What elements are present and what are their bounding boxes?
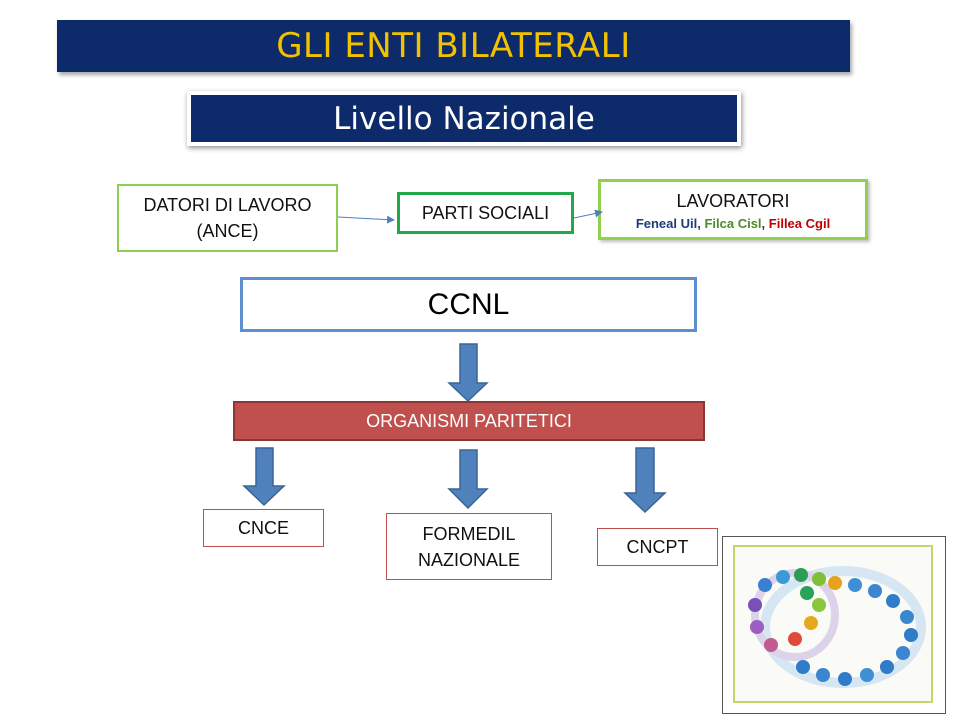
cncpt-label: CNCPT: [626, 537, 689, 557]
people-ring-image: [722, 536, 946, 714]
connector-datori-parti: [337, 215, 395, 224]
parti-sociali-box: PARTI SOCIALI: [397, 192, 574, 234]
formedil-line1: FORMEDIL: [422, 523, 516, 544]
org-filca: Filca Cisl: [704, 216, 762, 231]
cnce-label: CNCE: [237, 518, 289, 538]
organismi-bar: ORGANISMI PARITETICI: [233, 401, 705, 441]
ccnl-label: CCNL: [427, 287, 510, 321]
subtitle-inner: Livello Nazionale: [191, 95, 737, 142]
parti-sociali-label: PARTI SOCIALI: [421, 203, 550, 223]
down-arrow-cnce: [242, 447, 286, 507]
down-arrow-cncpt: [623, 447, 667, 514]
formedil-line2: NAZIONALE: [417, 549, 521, 570]
org-sep-2: ,: [761, 216, 769, 231]
org-fillea: Fillea Cgil: [768, 216, 831, 231]
lavoratori-box: LAVORATORI Feneal Uil, Filca Cisl, Fille…: [598, 179, 868, 240]
people-ring-illustration: [748, 566, 926, 688]
subtitle-banner: Livello Nazionale: [187, 91, 741, 146]
lavoratori-label: LAVORATORI: [676, 191, 790, 211]
down-arrow-formedil: [447, 449, 489, 510]
title-banner: GLI ENTI BILATERALI: [57, 20, 850, 72]
datori-line2: (ANCE): [196, 221, 259, 241]
page-title: GLI ENTI BILATERALI: [276, 26, 631, 66]
datori-box: DATORI DI LAVORO (ANCE): [117, 184, 338, 252]
ccnl-box: CCNL: [240, 277, 697, 332]
org-sep-1: ,: [697, 216, 705, 231]
org-feneal: Feneal Uil: [635, 216, 698, 231]
cnce-box: CNCE: [203, 509, 324, 547]
figures: [748, 568, 918, 686]
subtitle: Livello Nazionale: [333, 100, 595, 137]
down-arrow-ccnl: [447, 343, 489, 403]
lavoratori-orgs: Feneal Uil, Filca Cisl, Fillea Cgil: [636, 216, 830, 231]
cncpt-box: CNCPT: [597, 528, 718, 566]
formedil-box: FORMEDIL NAZIONALE: [386, 513, 552, 580]
people-ring-image-inner: [733, 545, 933, 703]
connector-parti-lavoratori: [573, 209, 603, 219]
datori-line1: DATORI DI LAVORO: [143, 195, 312, 215]
organismi-label: ORGANISMI PARITETICI: [366, 410, 572, 431]
